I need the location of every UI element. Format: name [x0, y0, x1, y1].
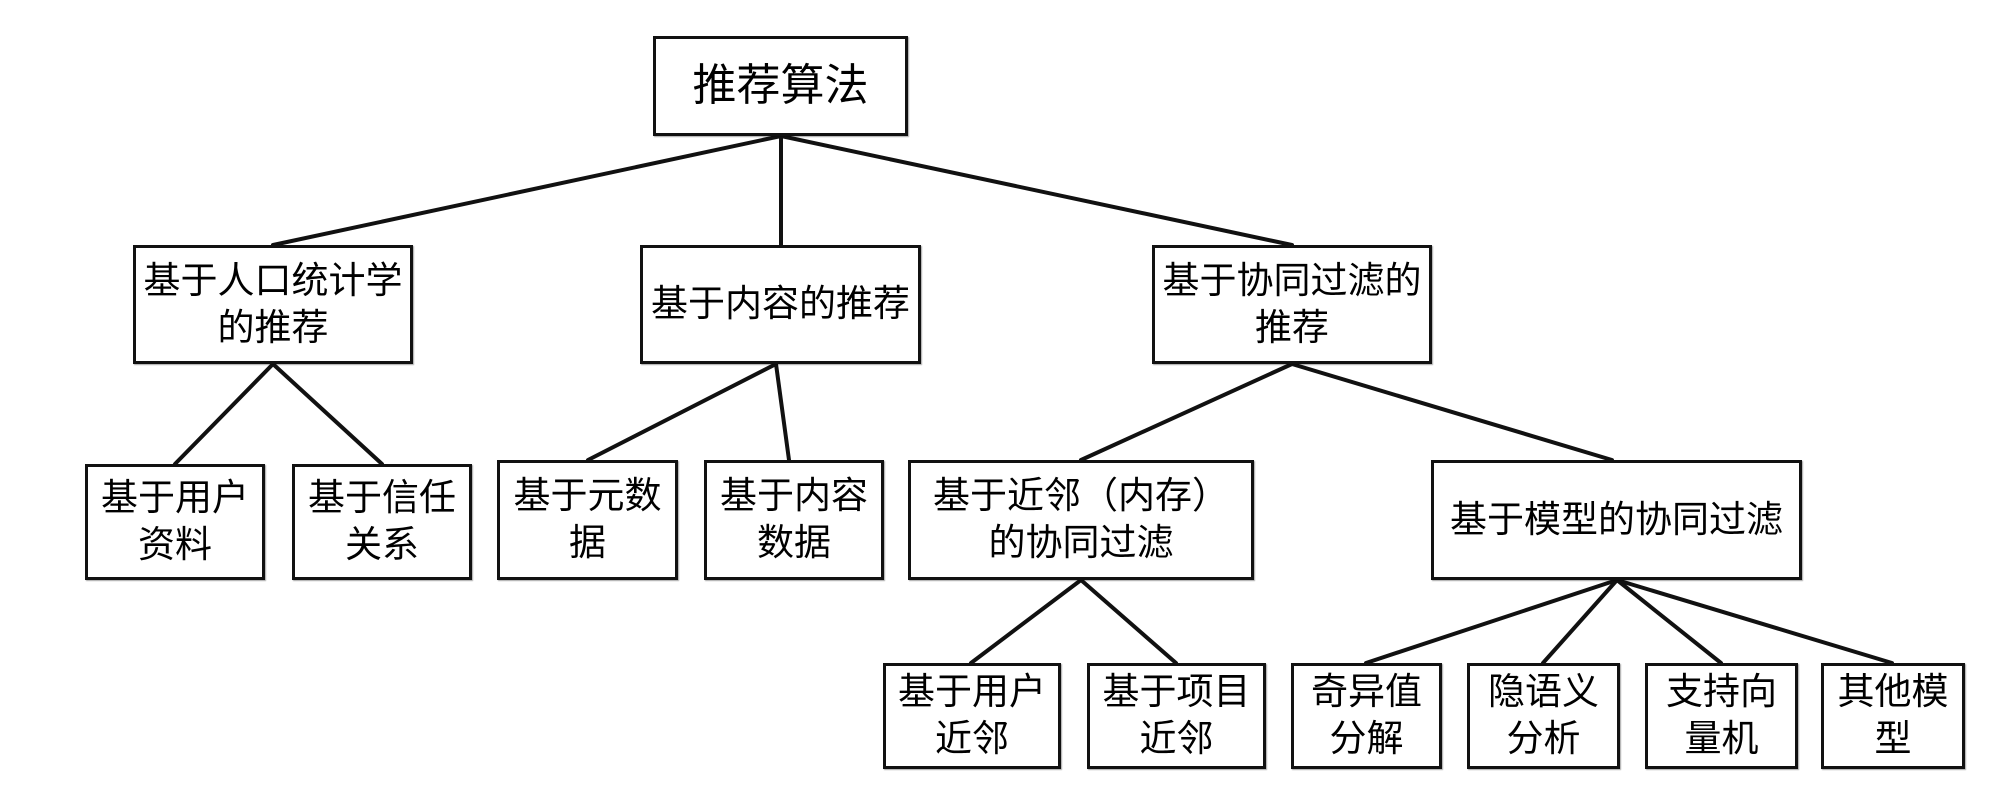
connector-line	[1079, 578, 1178, 665]
node-support-vector-machine: 支持向 量机	[1645, 663, 1798, 769]
node-recommendation-algorithms: 推荐算法	[653, 36, 908, 136]
node-label-line: 型	[1874, 717, 1912, 760]
node-label-line: 基于元数	[513, 474, 662, 518]
node-label-line: 的推荐	[217, 305, 329, 349]
node-other-models: 其他模 型	[1821, 663, 1965, 769]
node-label-line: 基于近邻（内存）	[933, 474, 1229, 518]
node-label-line: 基于项目	[1102, 670, 1251, 714]
node-trust-relationship: 基于信任 关系	[292, 464, 472, 580]
connector-line	[1541, 578, 1619, 665]
node-singular-value-decomposition: 奇异值 分解	[1291, 663, 1442, 769]
node-label-line: 基于协同过滤的	[1162, 258, 1422, 302]
node-label-line: 分析	[1506, 717, 1581, 760]
node-user-neighbor: 基于用户 近邻	[883, 663, 1061, 769]
connector-line	[774, 362, 791, 462]
node-label-line: 支持向	[1666, 670, 1777, 714]
node-item-neighbor: 基于项目 近邻	[1087, 663, 1266, 769]
node-model-based-cf: 基于模型的协同过滤	[1431, 460, 1802, 580]
node-label-line: 其他模	[1837, 670, 1949, 714]
node-label-line: 推荐算法	[692, 60, 869, 112]
node-label-line: 基于用户	[898, 670, 1046, 714]
node-collaborative-filtering-recommendation: 基于协同过滤的 推荐	[1152, 245, 1432, 364]
node-label-line: 资料	[138, 523, 212, 566]
node-label-line: 基于用户	[101, 476, 249, 520]
node-neighborhood-memory-cf: 基于近邻（内存） 的协同过滤	[908, 460, 1254, 580]
connector-line	[173, 362, 275, 466]
node-label-line: 基于人口统计学	[143, 258, 403, 302]
connector-line	[1615, 578, 1894, 665]
node-label-line: 推荐	[1255, 305, 1329, 349]
node-label-line: 奇异值	[1311, 670, 1422, 714]
node-label-line: 基于内容的推荐	[651, 282, 910, 325]
connector-line	[969, 578, 1083, 665]
node-label-line: 分解	[1329, 717, 1404, 760]
connector-line	[1615, 578, 1723, 665]
node-demographic-recommendation: 基于人口统计学 的推荐	[133, 245, 413, 364]
node-user-profile: 基于用户 资料	[85, 464, 265, 580]
connector-line	[779, 134, 1294, 247]
connector-line	[271, 362, 384, 466]
node-content-based-recommendation: 基于内容的推荐	[640, 245, 921, 364]
node-label-line: 关系	[345, 523, 419, 566]
connector-line	[1364, 578, 1619, 665]
node-label-line: 隐语义	[1488, 670, 1599, 714]
node-label-line: 近邻	[1139, 717, 1214, 760]
node-label-line: 基于内容	[720, 474, 868, 518]
node-label-line: 的协同过滤	[988, 521, 1174, 564]
connector-line	[1290, 362, 1614, 462]
connector-line	[1079, 362, 1294, 462]
node-latent-semantic-analysis: 隐语义 分析	[1467, 663, 1620, 769]
node-label-line: 近邻	[935, 717, 1009, 760]
node-metadata: 基于元数 据	[497, 460, 678, 580]
node-label-line: 数据	[757, 521, 831, 564]
node-label-line: 据	[569, 521, 606, 564]
node-label-line: 基于模型的协同过滤	[1450, 497, 1783, 541]
node-label-line: 量机	[1684, 717, 1759, 760]
node-content-data: 基于内容 数据	[704, 460, 884, 580]
connector-line	[586, 362, 778, 462]
node-label-line: 基于信任	[308, 476, 456, 520]
connector-line	[271, 134, 783, 247]
